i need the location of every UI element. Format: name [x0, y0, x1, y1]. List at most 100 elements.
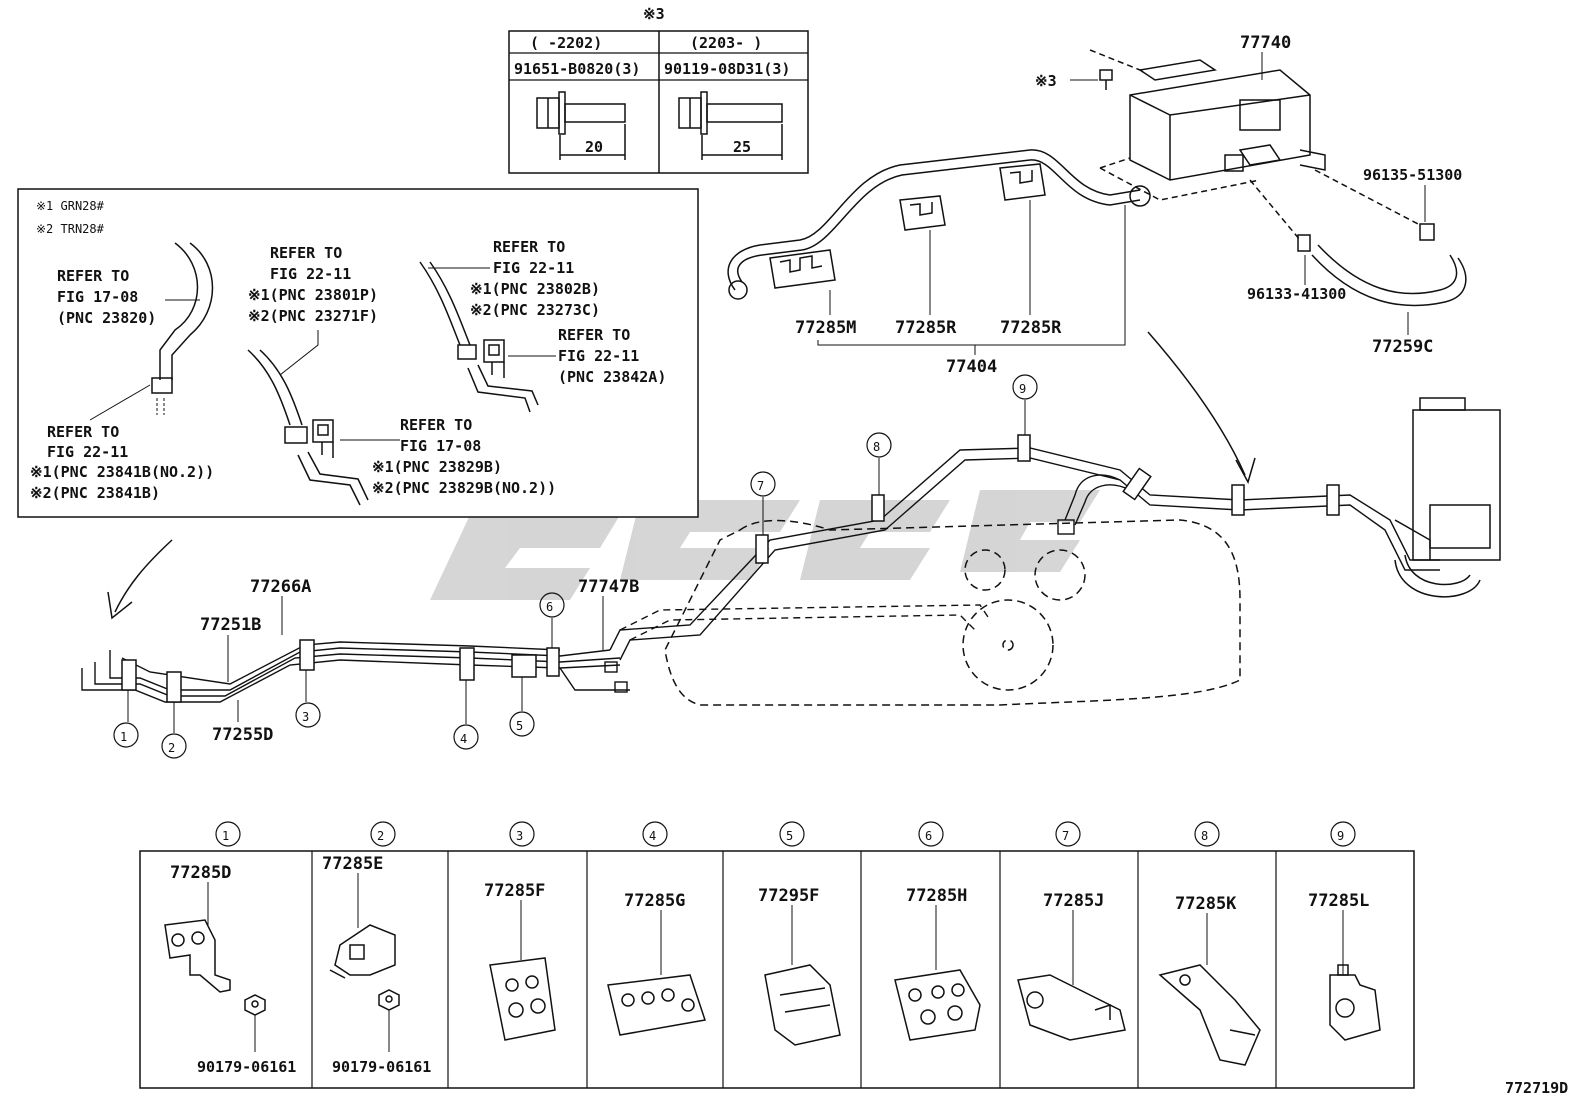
bolt-icon	[678, 91, 783, 160]
bracket-clip-icon	[329, 924, 396, 979]
callout-2: 2	[161, 702, 187, 759]
svg-text:3: 3	[516, 829, 523, 843]
inset-ref-c-4: ※2(PNC 23271F)	[248, 307, 378, 325]
clamp-1-part: 77285D	[170, 863, 231, 883]
nut-icon	[244, 994, 266, 1016]
clip-icon	[999, 163, 1046, 201]
inset-ref-f-3: (PNC 23842A)	[558, 368, 666, 386]
clamp-9-part: 77285L	[1308, 891, 1369, 911]
clamp-b-label: 96133-41300	[1247, 285, 1346, 303]
bolt-table: ※3 ( -2202) (2203- ) 91651-B0820(3) 9011…	[508, 5, 809, 174]
inset-ref-d-2: FIG 17-08	[400, 437, 481, 455]
direction-arrow	[114, 539, 173, 613]
inset-ref-a-3: (PNC 23820)	[57, 309, 156, 327]
svg-text:5: 5	[786, 829, 793, 843]
inset-ref-f-2: FIG 22-11	[558, 347, 639, 365]
clip-icon	[1158, 964, 1261, 1066]
clamp-col-9: 9 77285L	[1308, 821, 1381, 1041]
clip-icon	[894, 969, 981, 1041]
diagram-id: 772719D	[1505, 1079, 1568, 1097]
svg-text:9: 9	[1019, 382, 1026, 396]
bolt-note3-label: ※3	[1035, 72, 1057, 90]
clamp-col-3: 3 77285F	[484, 821, 556, 1041]
svg-text:1: 1	[120, 730, 127, 744]
clip-icon	[1017, 974, 1126, 1041]
bolt-col1-part: 91651-B0820(3)	[514, 60, 640, 78]
inset-ref-f-1: REFER TO	[558, 326, 630, 344]
inset-ref-b-1: REFER TO	[47, 423, 119, 441]
clamp-col-1: 1 77285D 90179-06161	[164, 821, 296, 1076]
svg-text:4: 4	[460, 732, 467, 746]
clamp-5-part: 77295F	[758, 886, 819, 906]
clamp-1-nut: 90179-06161	[197, 1058, 296, 1076]
hose-label: 77259C	[1372, 337, 1433, 357]
svg-text:9: 9	[1337, 829, 1344, 843]
inset-ref-e-1: REFER TO	[493, 238, 565, 256]
clamp-8-part: 77285K	[1175, 894, 1237, 914]
part-77266a-label: 77266A	[250, 577, 311, 597]
clamp-col-8: 8 77285K	[1158, 821, 1261, 1066]
svg-text:8: 8	[1201, 829, 1208, 843]
clip-icon	[899, 195, 946, 231]
inset-ref-d-3: ※1(PNC 23829B)	[372, 458, 502, 476]
canister-part-label: 77740	[1240, 33, 1291, 53]
clip-r2-label: 77285R	[1000, 318, 1062, 338]
clip-icon	[764, 964, 841, 1046]
clamp-col-4: 4 77285G	[607, 821, 706, 1036]
clamp-3-part: 77285F	[484, 881, 545, 901]
clip-icon	[607, 974, 706, 1036]
svg-text:7: 7	[1062, 829, 1069, 843]
clip-icon	[312, 419, 334, 458]
note3-label: ※3	[643, 5, 665, 23]
watermark-logo	[430, 490, 1100, 600]
inset-note1: ※1 GRN28#	[36, 199, 105, 213]
svg-text:8: 8	[873, 440, 880, 454]
bolt-icon	[1099, 69, 1113, 90]
svg-text:2: 2	[168, 741, 175, 755]
canister-right	[1394, 397, 1501, 598]
bolt-icon	[536, 91, 626, 160]
clamp-col-2: 2 77285E 90179-06161	[322, 821, 431, 1076]
svg-text:3: 3	[302, 710, 309, 724]
inset-ref-d-4: ※2(PNC 23829B(NO.2))	[372, 479, 556, 497]
svg-text:6: 6	[546, 600, 553, 614]
inset-ref-c-3: ※1(PNC 23801P)	[248, 286, 378, 304]
clamp-6-part: 77285H	[906, 886, 967, 906]
callout-7: 7	[750, 471, 776, 535]
clip-icon	[483, 339, 505, 378]
inset-ref-e-2: FIG 22-11	[493, 259, 574, 277]
clip-r1-label: 77285R	[895, 318, 957, 338]
tube-assy-label: 77404	[946, 357, 997, 377]
inset-note2: ※2 TRN28#	[36, 222, 105, 236]
inset-ref-d-1: REFER TO	[400, 416, 472, 434]
svg-text:2: 2	[377, 829, 384, 843]
inset-ref-c-1: REFER TO	[270, 244, 342, 262]
nut-icon	[378, 989, 400, 1011]
svg-text:7: 7	[757, 479, 764, 493]
clamp-col-6: 6 77285H	[894, 821, 981, 1041]
callout-8: 8	[866, 432, 892, 495]
inset-detail: ※1 GRN28# ※2 TRN28# REFER TO FIG 17-08 (…	[17, 188, 699, 518]
bracket-clip-icon	[164, 919, 231, 993]
inset-ref-e-3: ※1(PNC 23802B)	[470, 280, 600, 298]
bolt-col2-dim: 25	[733, 138, 751, 156]
inset-ref-e-4: ※2(PNC 23273C)	[470, 301, 600, 319]
svg-text:5: 5	[516, 719, 523, 733]
pipe-fitting	[604, 661, 628, 693]
inset-ref-b-4: ※2(PNC 23841B)	[30, 484, 160, 502]
bolt-col2-part: 90119-08D31(3)	[664, 60, 790, 78]
clamp-col-7: 7 77285J	[1017, 821, 1126, 1041]
inset-ref-b-2: FIG 22-11	[47, 443, 128, 461]
clamp-col-5: 5 77295F	[758, 821, 841, 1046]
clamp-2-nut: 90179-06161	[332, 1058, 431, 1076]
callout-5: 5	[509, 677, 535, 737]
part-77251b-label: 77251B	[200, 615, 261, 635]
inset-ref-b-3: ※1(PNC 23841B(NO.2))	[30, 463, 214, 481]
callout-4: 4	[453, 680, 479, 750]
clamp-2-part: 77285E	[322, 854, 383, 874]
fuel-tank-outline	[664, 519, 1241, 706]
svg-text:1: 1	[222, 829, 229, 843]
svg-text:6: 6	[925, 829, 932, 843]
clip-icon	[769, 249, 836, 289]
clip-m-label: 77285M	[795, 318, 856, 338]
